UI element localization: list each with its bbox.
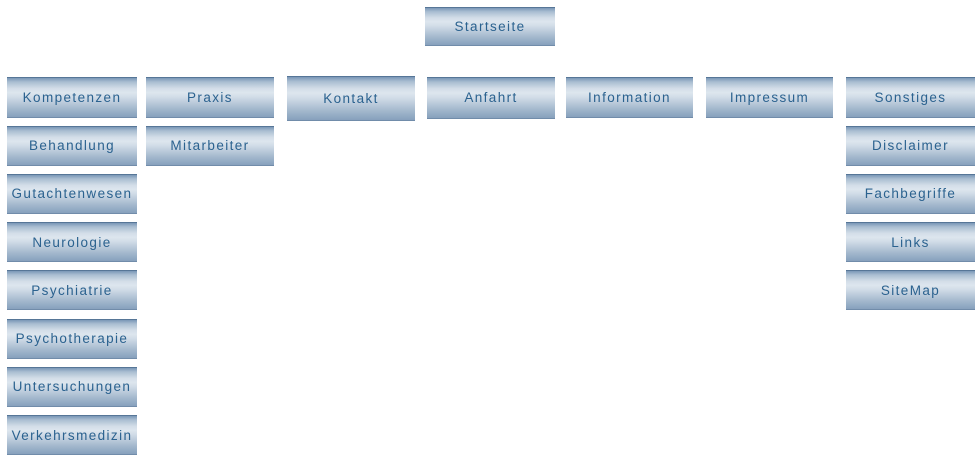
nav-button-label-sonstiges: Sonstiges [874, 90, 947, 105]
nav-button-label-mitarbeiter: Mitarbeiter [170, 138, 250, 153]
nav-button-label-praxis: Praxis [187, 90, 233, 105]
nav-button-sitemap[interactable]: SiteMap [846, 270, 975, 311]
nav-button-gutachtenwesen[interactable]: Gutachtenwesen [7, 173, 137, 214]
nav-button-praxis[interactable]: Praxis [146, 77, 274, 118]
nav-button-impressum[interactable]: Impressum [706, 77, 833, 118]
nav-button-label-impressum: Impressum [729, 90, 810, 105]
nav-button-label-information: Information [588, 90, 671, 105]
nav-button-label-psychiatrie: Psychiatrie [31, 282, 113, 298]
nav-button-fachbegriffe[interactable]: Fachbegriffe [846, 173, 975, 214]
nav-button-label-disclaimer: Disclaimer [871, 138, 949, 153]
nav-button-anfahrt[interactable]: Anfahrt [427, 76, 555, 119]
nav-button-label-sitemap: SiteMap [880, 282, 941, 298]
nav-button-startseite[interactable]: Startseite [425, 7, 555, 46]
nav-button-psychotherapie[interactable]: Psychotherapie [7, 318, 137, 359]
nav-button-kompetenzen[interactable]: Kompetenzen [7, 77, 137, 118]
nav-button-kontakt[interactable]: Kontakt [287, 76, 415, 121]
nav-button-label-gutachtenwesen: Gutachtenwesen [11, 186, 133, 202]
nav-button-links[interactable]: Links [846, 222, 975, 262]
nav-button-label-links: Links [891, 234, 930, 250]
nav-button-label-kompetenzen: Kompetenzen [22, 90, 122, 105]
nav-button-sonstiges[interactable]: Sonstiges [846, 77, 975, 118]
nav-button-verkehrsmedizin[interactable]: Verkehrsmedizin [7, 415, 137, 455]
nav-button-disclaimer[interactable]: Disclaimer [846, 125, 975, 166]
nav-button-label-kontakt: Kontakt [323, 91, 379, 106]
nav-button-label-verkehrsmedizin: Verkehrsmedizin [11, 427, 133, 443]
nav-button-label-behandlung: Behandlung [28, 138, 116, 153]
nav-button-label-fachbegriffe: Fachbegriffe [864, 186, 957, 202]
nav-button-label-psychotherapie: Psychotherapie [15, 331, 129, 346]
nav-button-label-neurologie: Neurologie [32, 234, 112, 250]
nav-button-psychiatrie[interactable]: Psychiatrie [7, 270, 137, 311]
nav-button-label-untersuchungen: Untersuchungen [12, 379, 132, 395]
nav-button-mitarbeiter[interactable]: Mitarbeiter [146, 125, 274, 166]
nav-button-label-anfahrt: Anfahrt [464, 90, 518, 105]
nav-button-behandlung[interactable]: Behandlung [7, 125, 137, 166]
nav-button-label-startseite: Startseite [454, 19, 526, 34]
nav-button-information[interactable]: Information [566, 77, 693, 118]
nav-button-neurologie[interactable]: Neurologie [7, 222, 137, 262]
nav-button-untersuchungen[interactable]: Untersuchungen [7, 366, 137, 407]
